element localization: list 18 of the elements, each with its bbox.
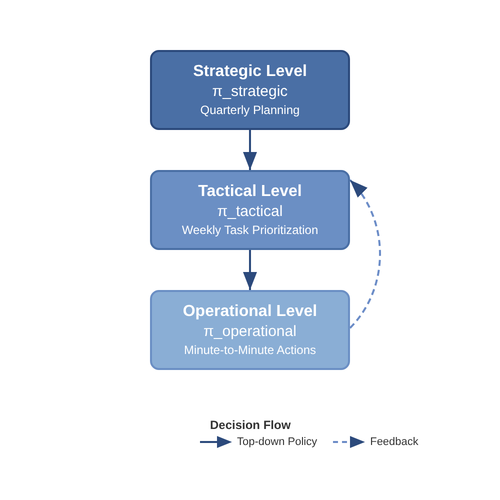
level-description: Weekly Task Prioritization (182, 223, 318, 238)
level-box (150, 290, 350, 370)
level-description: Quarterly Planning (200, 103, 300, 118)
level-box (150, 50, 350, 130)
dashed-arrow (349, 179, 381, 329)
legend-label: Feedback (370, 436, 418, 448)
level-title: Operational Level (182, 302, 318, 322)
legend-label: Top-down Policy (237, 436, 318, 448)
legend-title: Decision Flow (210, 418, 292, 432)
level-title: Strategic Level (193, 62, 307, 82)
policy-name: π_strategic (212, 83, 288, 102)
policy-name: π_tactical (217, 203, 283, 222)
level-title: Tactical Level (198, 182, 302, 202)
policy-name: π_operational (204, 323, 296, 342)
level-box (150, 170, 350, 250)
level-description: Minute-to-Minute Actions (184, 343, 316, 358)
arrow (243, 250, 257, 290)
arrow (243, 130, 257, 170)
